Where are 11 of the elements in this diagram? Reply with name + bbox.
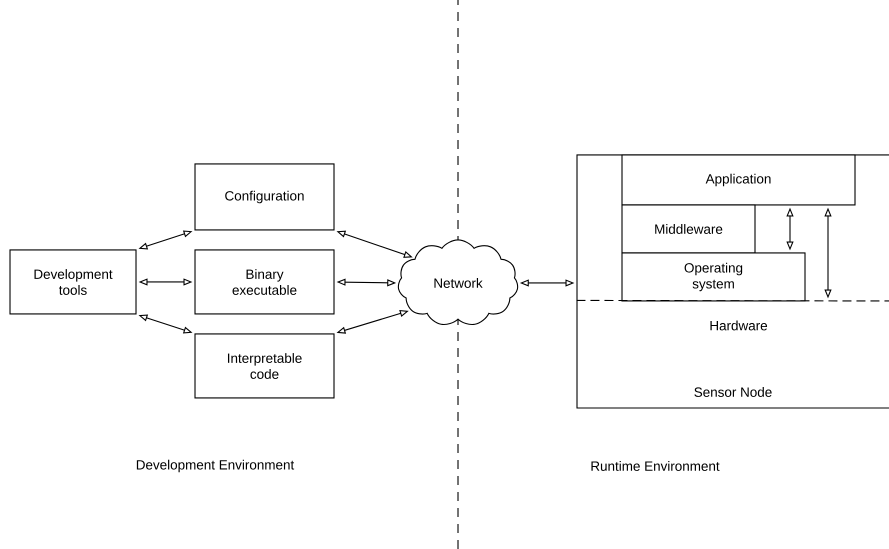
layer-box: Application	[621, 154, 856, 206]
hardware-band: Hardware	[576, 300, 889, 330]
tool-box: Development tools	[9, 249, 137, 315]
layer-box: Operating system	[621, 252, 806, 302]
artifact-box: Configuration	[194, 163, 335, 231]
layer-box: Middleware	[621, 204, 756, 254]
network-cloud: Network	[398, 239, 518, 326]
artifact-box: Binary executable	[194, 249, 335, 315]
artifact-box: Interpretable code	[194, 333, 335, 399]
environment-label: Development Environment	[136, 460, 294, 472]
environment-label: Runtime Environment	[591, 461, 720, 471]
